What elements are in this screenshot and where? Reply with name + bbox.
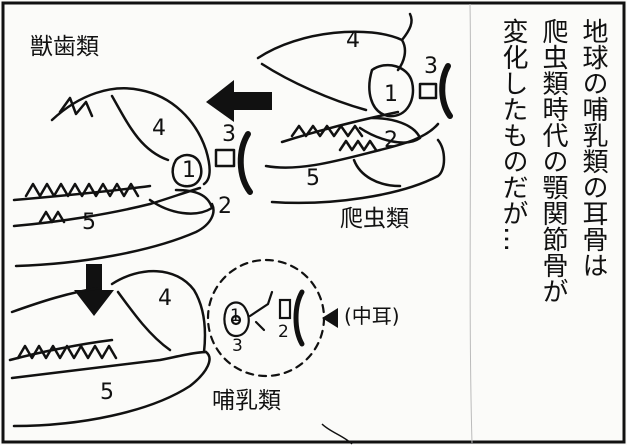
beast-num-3: 3 bbox=[222, 122, 236, 147]
pointer-triangle-icon bbox=[322, 308, 338, 328]
label-middle-ear: (中耳) bbox=[344, 304, 400, 328]
reptile-num-4: 4 bbox=[346, 28, 360, 53]
beast-num-1: 1 bbox=[182, 158, 196, 183]
reptile-num-2: 2 bbox=[384, 128, 398, 153]
caption-column-1: 地球の哺乳類の耳骨は bbox=[578, 18, 608, 278]
beast-num-5: 5 bbox=[82, 210, 96, 235]
caption-column-3: 変化したものだが… bbox=[498, 18, 528, 252]
mammal-num-5: 5 bbox=[100, 380, 114, 405]
beast-num-4: 4 bbox=[152, 116, 166, 141]
mammal-skull-drawing bbox=[8, 270, 211, 428]
inset-num-3: 3 bbox=[232, 336, 243, 356]
label-beast-teeth: 獣歯類 bbox=[30, 34, 99, 60]
reptile-skull-drawing bbox=[256, 12, 453, 205]
label-mammal: 哺乳類 bbox=[212, 388, 281, 414]
caption-divider bbox=[469, 3, 473, 444]
label-reptile: 爬虫類 bbox=[340, 206, 409, 232]
callout-line bbox=[321, 423, 353, 445]
beast-num-2: 2 bbox=[218, 194, 232, 219]
beast-teeth-skull-drawing bbox=[12, 87, 253, 268]
middle-ear-inset bbox=[206, 258, 326, 378]
mammal-num-4: 4 bbox=[158, 286, 172, 311]
reptile-num-5: 5 bbox=[306, 166, 320, 191]
arrow-left-icon bbox=[206, 80, 272, 122]
inset-num-1: 1 bbox=[230, 306, 241, 326]
inset-num-2: 2 bbox=[278, 322, 289, 342]
reptile-num-3: 3 bbox=[424, 54, 438, 79]
caption-column-2: 爬虫類時代の顎関節骨が bbox=[538, 18, 568, 304]
reptile-num-1: 1 bbox=[384, 82, 398, 107]
